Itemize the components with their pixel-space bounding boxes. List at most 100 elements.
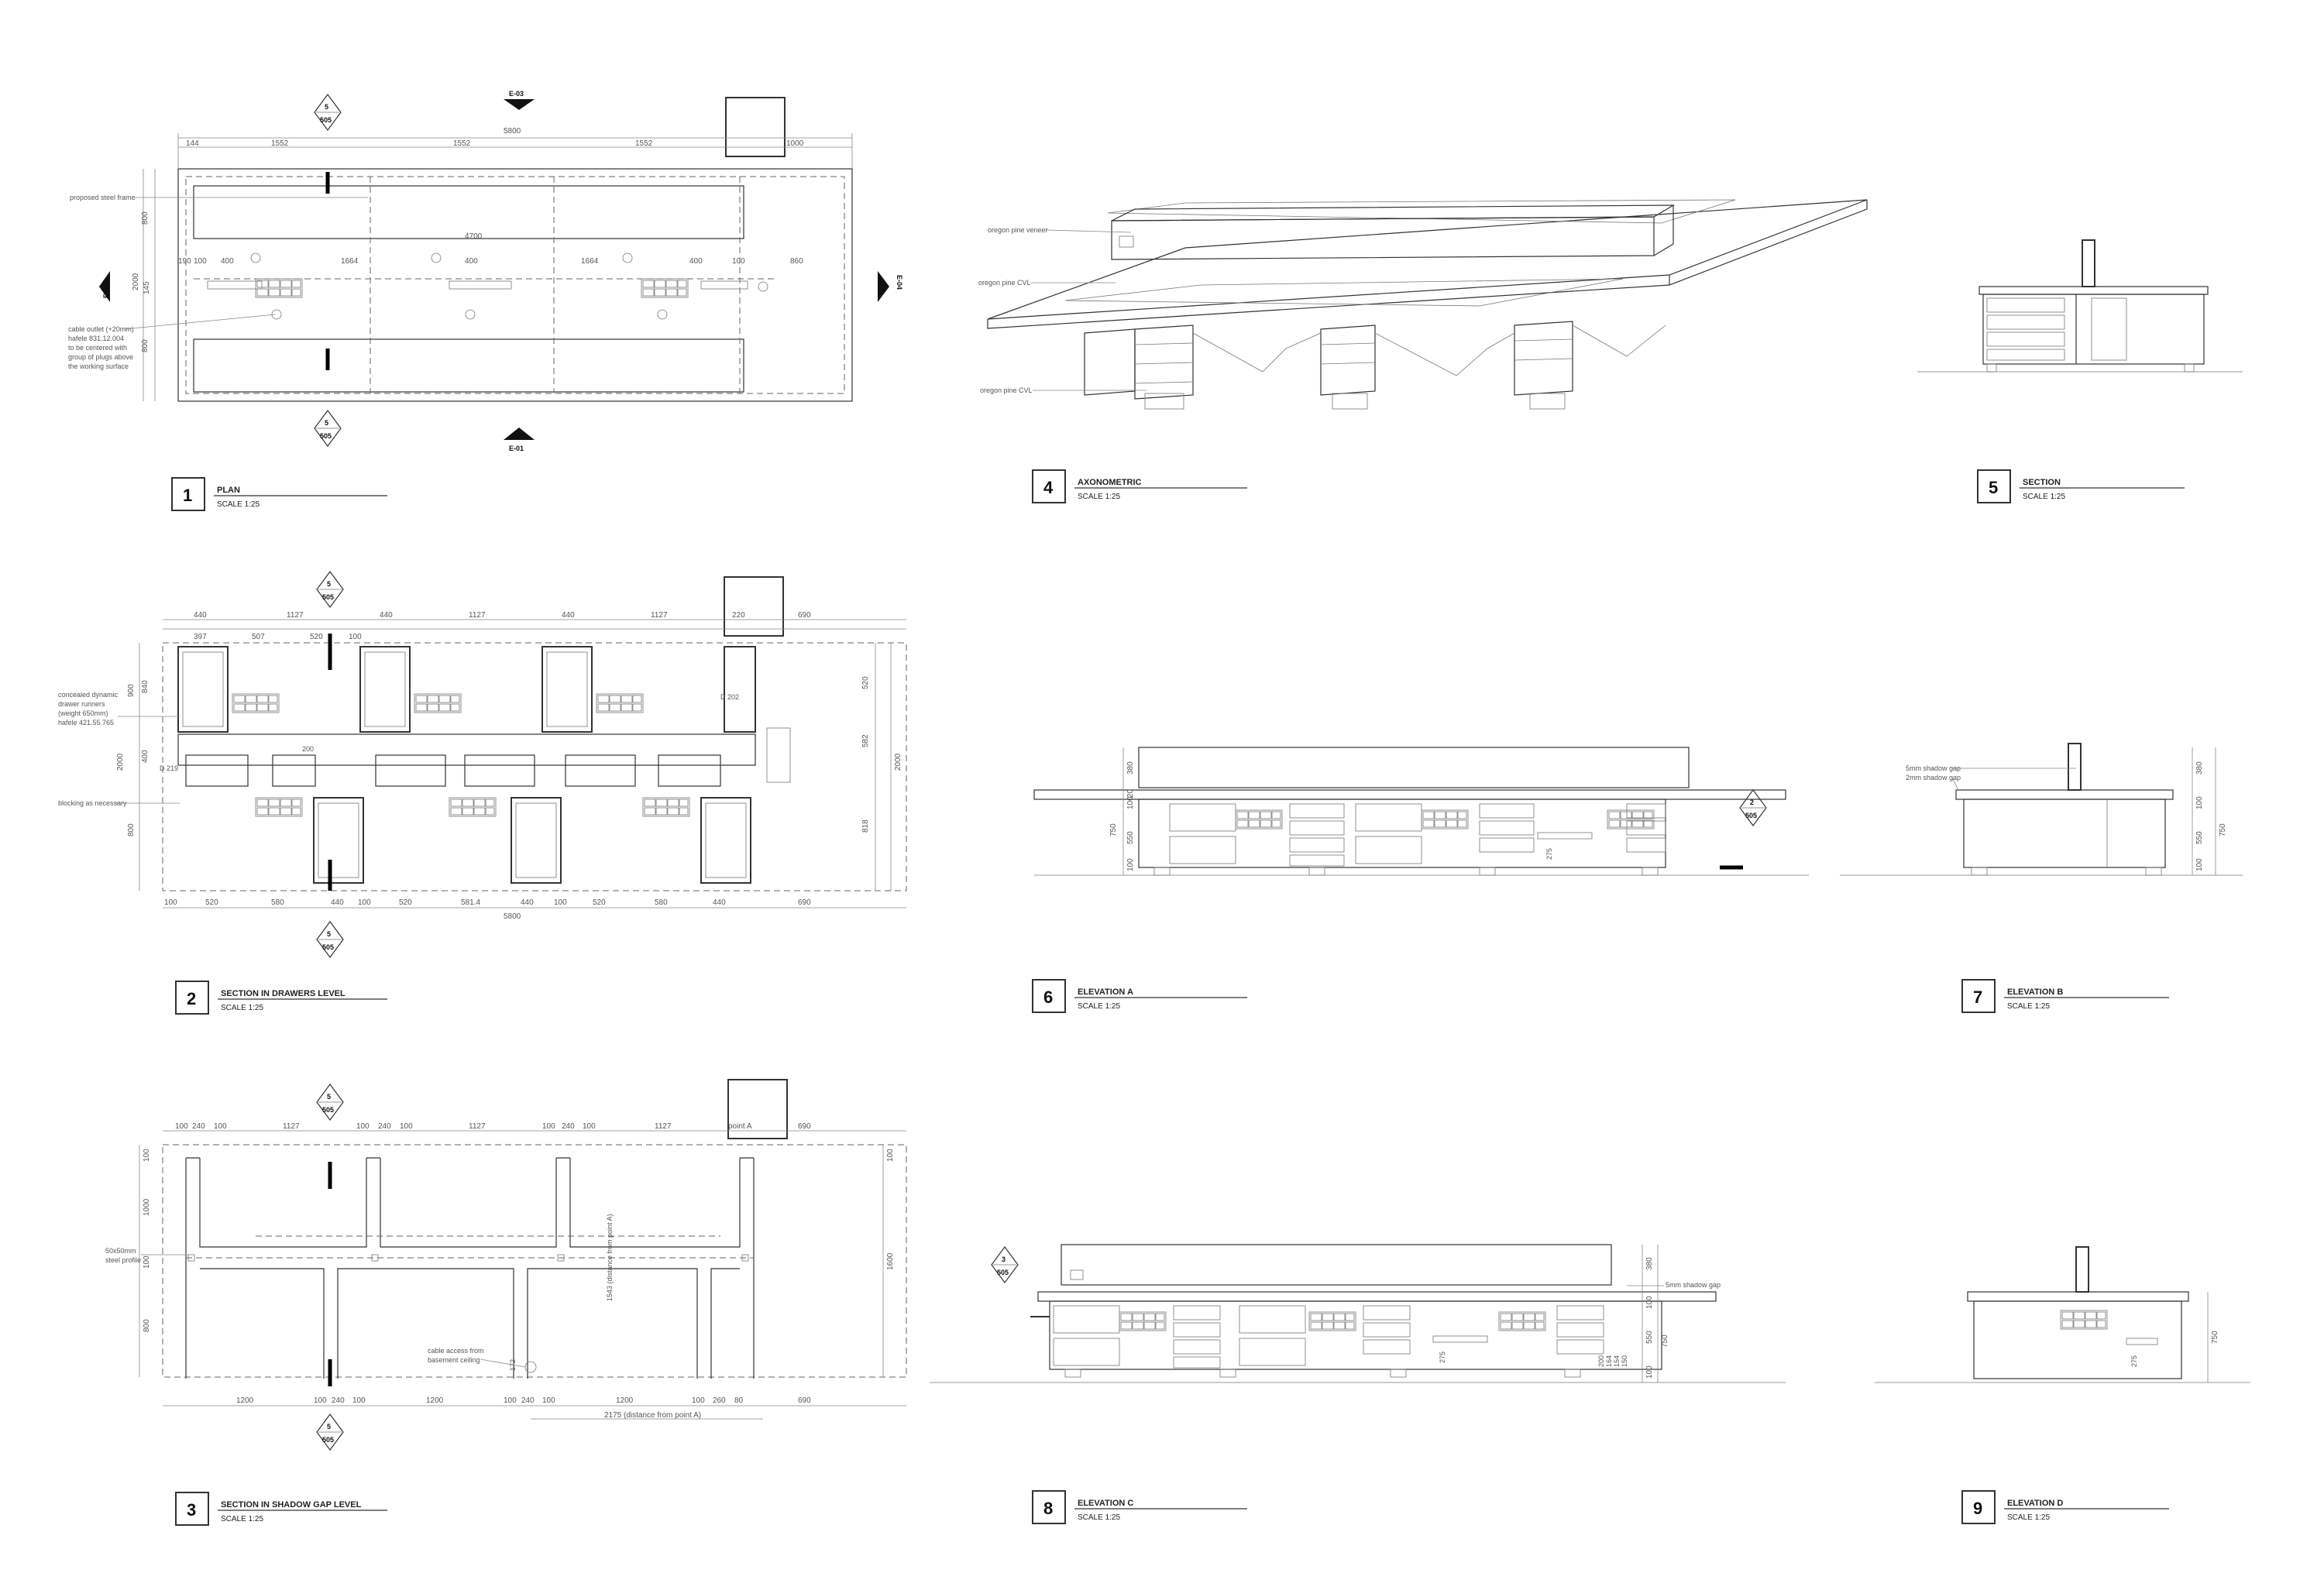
elevC-v-1: 154 — [1613, 1355, 1621, 1367]
title-6-label: ELEVATION A — [1078, 988, 1133, 997]
plan-view: 144 1552 1552 1552 1000 5800 4700 190 10… — [68, 90, 903, 452]
s2-bot-5: 520 — [399, 898, 412, 907]
svg-text:2: 2 — [187, 989, 196, 1008]
s2-sub-0: 397 — [194, 633, 207, 641]
s2-overall: 5800 — [504, 912, 521, 921]
s2-top-4: 440 — [562, 611, 575, 620]
svg-text:505: 505 — [322, 943, 334, 951]
elevB-cabinet — [1963, 799, 2166, 868]
s3-bot-9: 100 — [692, 1396, 705, 1405]
plan-upper-panel — [193, 185, 744, 239]
elevA-dim-1: 750 — [1109, 823, 1118, 836]
axon-upper-shelf — [1111, 216, 1655, 260]
s3-bot-1: 100 — [314, 1396, 327, 1405]
svg-text:505: 505 — [322, 1436, 334, 1444]
s3-bot-4: 1200 — [426, 1396, 444, 1405]
s2-side-4: 840 — [141, 680, 150, 693]
elevation-b-view: 5mm shadow gap 2mm shadow gap 380 100 55… — [1840, 743, 2243, 876]
elevD-socket — [2060, 1310, 2108, 1330]
elevA-socket-2 — [1421, 809, 1469, 830]
svg-text:5: 5 — [325, 419, 328, 427]
svg-text:505: 505 — [320, 116, 332, 124]
svg-text:3: 3 — [187, 1500, 196, 1520]
elevC-note: 5mm shadow gap — [1666, 1281, 1721, 1289]
s2-right-0: 520 — [861, 676, 870, 689]
s3-side-2: 100 — [143, 1255, 151, 1269]
s2-label-d202: D 202 — [720, 693, 739, 701]
svg-text:6: 6 — [1043, 988, 1053, 1007]
title-9-scale: SCALE 1:25 — [2007, 1513, 2050, 1522]
title-block-9: 9 ELEVATION D SCALE 1:25 — [1961, 1490, 2169, 1524]
plan-mid-3: 1664 — [341, 257, 359, 266]
s3-bot-11: 80 — [734, 1396, 744, 1405]
title-block-3: 3 SECTION IN SHADOW GAP LEVEL SCALE 1:25 — [175, 1492, 387, 1526]
s2-top-7: 690 — [798, 611, 811, 620]
plan-dim-top-4: 1000 — [786, 139, 804, 148]
plan-dim-top-2: 1552 — [453, 139, 471, 148]
svg-text:9: 9 — [1973, 1499, 1982, 1518]
s2-side-1: 400 — [141, 750, 150, 763]
title-block-2: 2 SECTION IN DRAWERS LEVEL SCALE 1:25 — [175, 981, 387, 1015]
s2-bot-1: 520 — [205, 898, 218, 907]
section3-outline — [162, 1144, 907, 1378]
s2-bot-6: 581.4 — [461, 898, 480, 907]
plan-side-2: 800 — [141, 339, 150, 352]
title-5-label: SECTION — [2023, 478, 2061, 487]
title-7-scale: SCALE 1:25 — [2007, 1002, 2050, 1011]
elevA-dim-2: 100 — [1126, 796, 1135, 809]
plan-section-ref-top: 5 505 — [314, 93, 342, 132]
s3-top-7: 1127 — [469, 1122, 486, 1131]
elevC-dim-2: 550 — [1645, 1331, 1654, 1344]
elevC-v-0: 150 — [1621, 1355, 1628, 1367]
s3-side-4: 1600 — [886, 1252, 895, 1270]
svg-text:505: 505 — [1745, 812, 1757, 819]
elevation-d-view: 750 275 — [1875, 1246, 2250, 1383]
s3-bot-2: 240 — [332, 1396, 345, 1405]
elevC-socket-3 — [1498, 1311, 1546, 1331]
elevC-dim-4: 750 — [1661, 1334, 1669, 1348]
plan-elev-tag-e01: E-01 — [504, 428, 535, 452]
svg-text:E-04: E-04 — [896, 275, 903, 290]
elevC-d275: 275 — [1439, 1352, 1446, 1363]
plan-dim-top-1: 1552 — [271, 139, 289, 148]
plan-socket-2 — [641, 278, 689, 298]
svg-text:505: 505 — [320, 432, 332, 440]
s3-top-0: 100 — [175, 1122, 188, 1131]
section2-socket-3 — [596, 693, 644, 713]
s3-top-3: 1127 — [283, 1122, 300, 1131]
s3-bot-10: 260 — [713, 1396, 726, 1405]
plan-dim-top-0: 144 — [186, 139, 199, 148]
title-8-label: ELEVATION C — [1078, 1499, 1133, 1508]
s2-bot-4: 100 — [358, 898, 371, 907]
s3-bot-0: 1200 — [236, 1396, 254, 1405]
title-7-label: ELEVATION B — [2007, 988, 2063, 997]
s2-bot-7: 440 — [521, 898, 534, 907]
plan-note-cable-5: the working surface — [68, 362, 129, 370]
plan-mid-2: 400 — [221, 257, 234, 266]
title-block-6: 6 ELEVATION A SCALE 1:25 — [1032, 979, 1247, 1013]
s2-right-1: 582 — [861, 734, 870, 747]
title-5-scale: SCALE 1:25 — [2023, 493, 2065, 501]
elevA-cabinet — [1138, 799, 1666, 868]
s3-top-5: 240 — [378, 1122, 391, 1131]
plan-side-1: 2000 — [132, 273, 140, 290]
elevB-dim-0: 380 — [2195, 761, 2204, 775]
s2-right-2: 818 — [861, 819, 870, 833]
section2-socket-6 — [642, 797, 690, 817]
elevC-dim-1: 100 — [1645, 1296, 1654, 1309]
s2-top-2: 440 — [380, 611, 393, 620]
plan-section-ref-bottom: 5 505 — [314, 409, 342, 448]
s3-top-1: 240 — [192, 1122, 205, 1131]
plan-mid-0: 190 — [178, 257, 191, 266]
title-1-label: PLAN — [217, 486, 240, 495]
title-block-7: 7 ELEVATION B SCALE 1:25 — [1961, 979, 2169, 1013]
plan-lower-panel — [193, 338, 744, 393]
elevC-ref-tag: 3 505 — [991, 1245, 1019, 1284]
s3-note-cable-2: basement ceiling — [428, 1356, 480, 1364]
s3-top-10: 100 — [583, 1122, 596, 1131]
s3-top-4: 100 — [356, 1122, 370, 1131]
elevC-socket-1 — [1119, 1311, 1167, 1331]
section3-view: 100 240 100 1127 100 240 100 1127 100 24… — [105, 1079, 907, 1451]
elevD-cabinet — [1973, 1300, 2182, 1379]
plan-side-0: 800 — [141, 211, 150, 225]
